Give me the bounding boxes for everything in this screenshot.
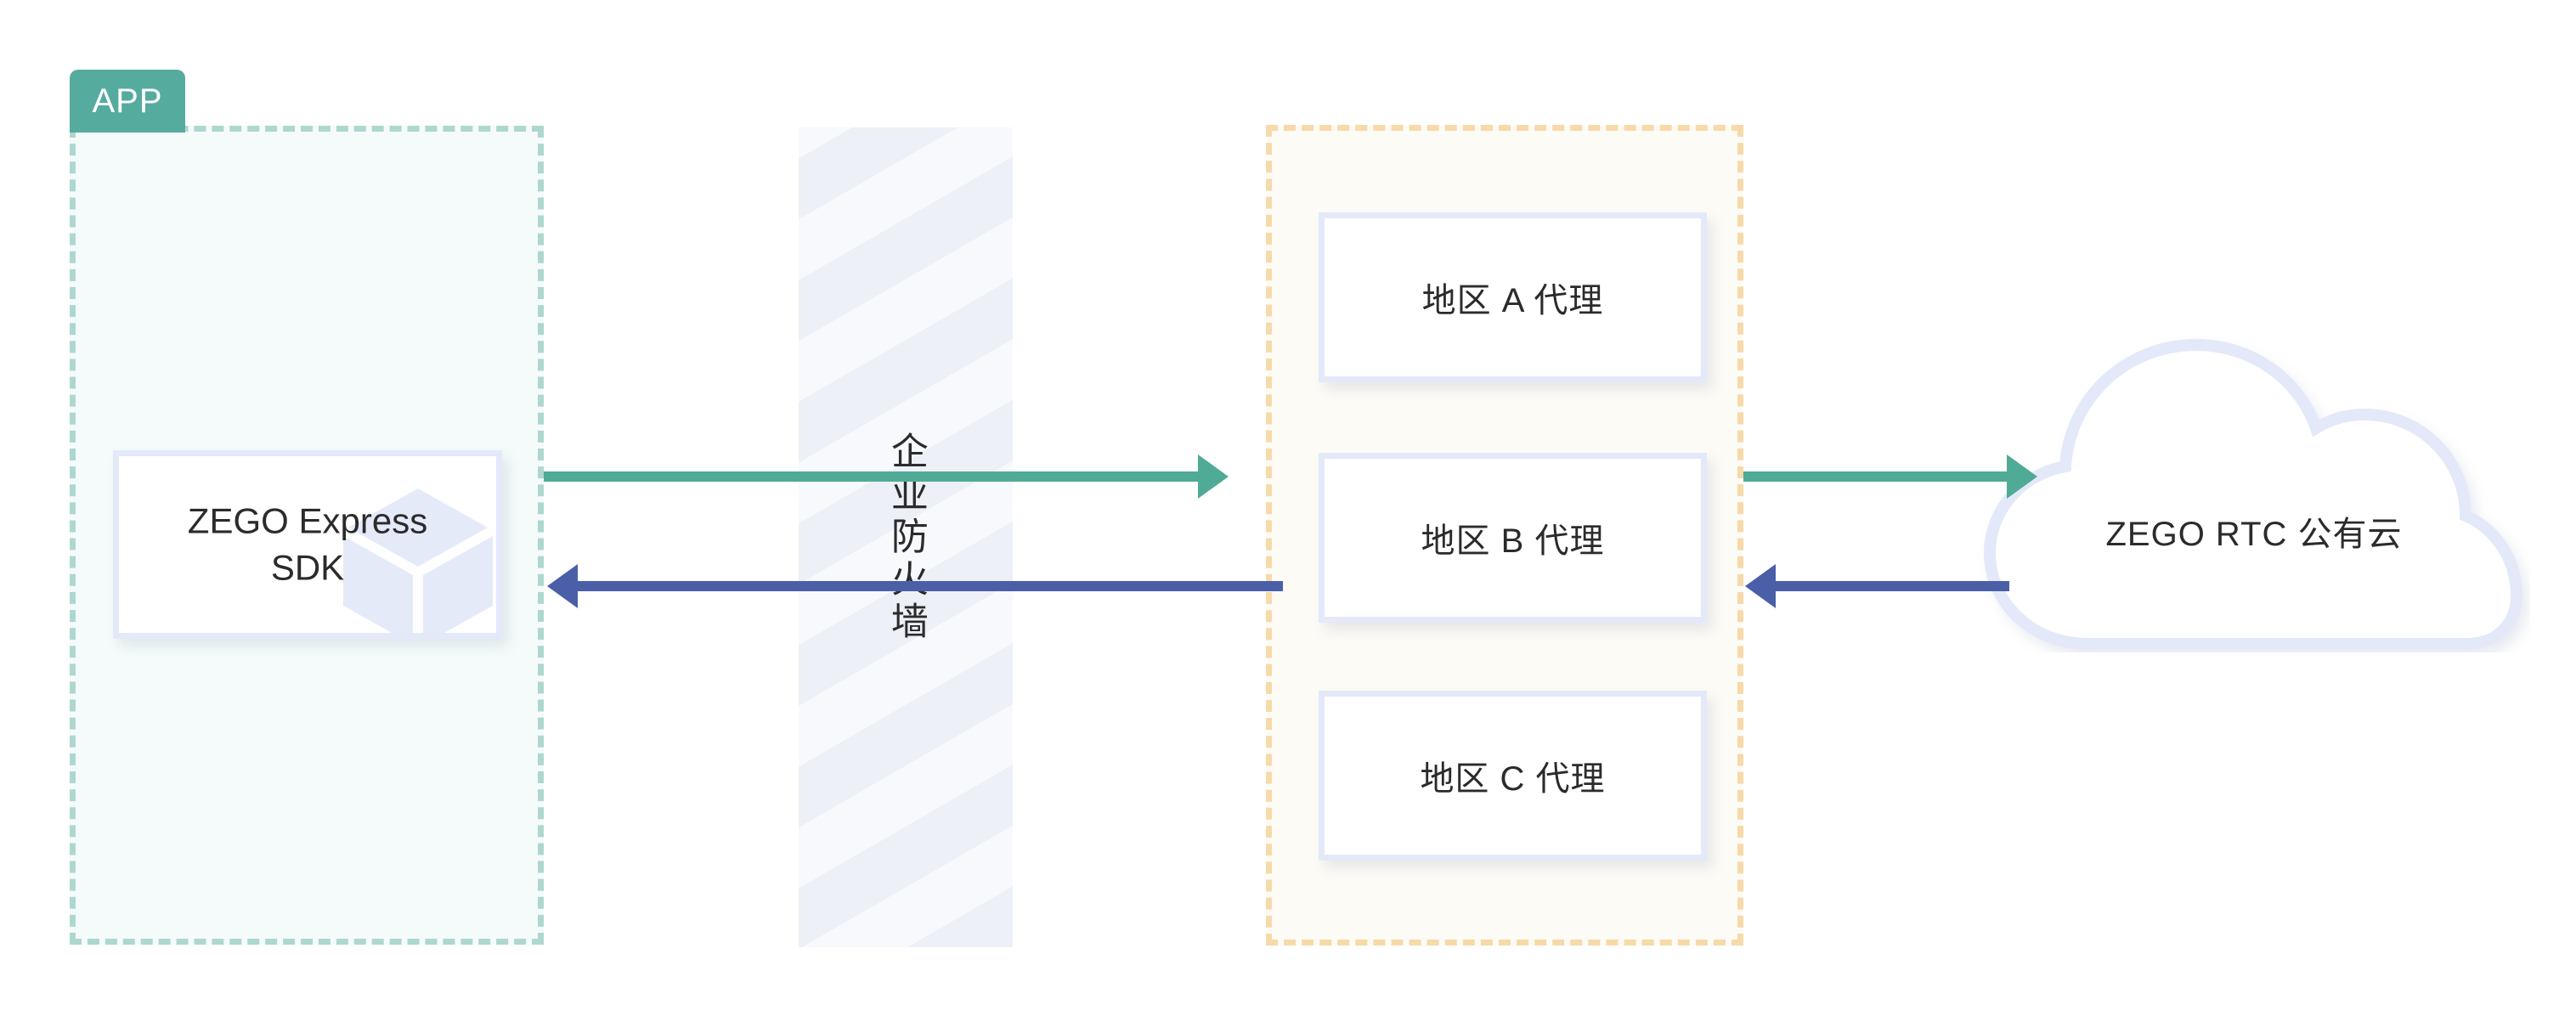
- downlink-arrow-cloud-to-proxy: [1776, 581, 2009, 591]
- proxy-card-region-a: 地区 A 代理: [1319, 212, 1707, 382]
- uplink-arrow-proxy-to-cloud: [1743, 471, 2007, 482]
- proxy-card-region-b: 地区 B 代理: [1319, 453, 1707, 623]
- uplink-arrowhead-to-cloud: [2007, 454, 2037, 499]
- cloud-shape-icon: [1983, 338, 2523, 650]
- enterprise-firewall-band: 企业防火墙: [799, 127, 1013, 947]
- downlink-arrowhead-to-sdk: [547, 564, 578, 608]
- downlink-arrow-firewall-to-sdk: [578, 581, 1283, 591]
- uplink-arrow-sdk-to-firewall: [544, 471, 1198, 482]
- uplink-arrowhead-to-proxy: [1198, 454, 1229, 499]
- sdk-card-label: ZEGO Express SDK: [187, 500, 428, 587]
- app-zone-badge: APP: [70, 70, 185, 133]
- zego-rtc-public-cloud: ZEGO RTC 公有云: [1978, 313, 2530, 652]
- proxy-card-region-c: 地区 C 代理: [1319, 691, 1707, 861]
- firewall-label: 企业防火墙: [884, 431, 927, 644]
- downlink-arrowhead-to-proxy: [1745, 564, 1776, 608]
- zego-express-sdk-card: ZEGO Express SDK: [113, 450, 502, 639]
- cube-icon: [343, 488, 493, 633]
- cloud-label: ZEGO RTC 公有云: [2105, 516, 2403, 553]
